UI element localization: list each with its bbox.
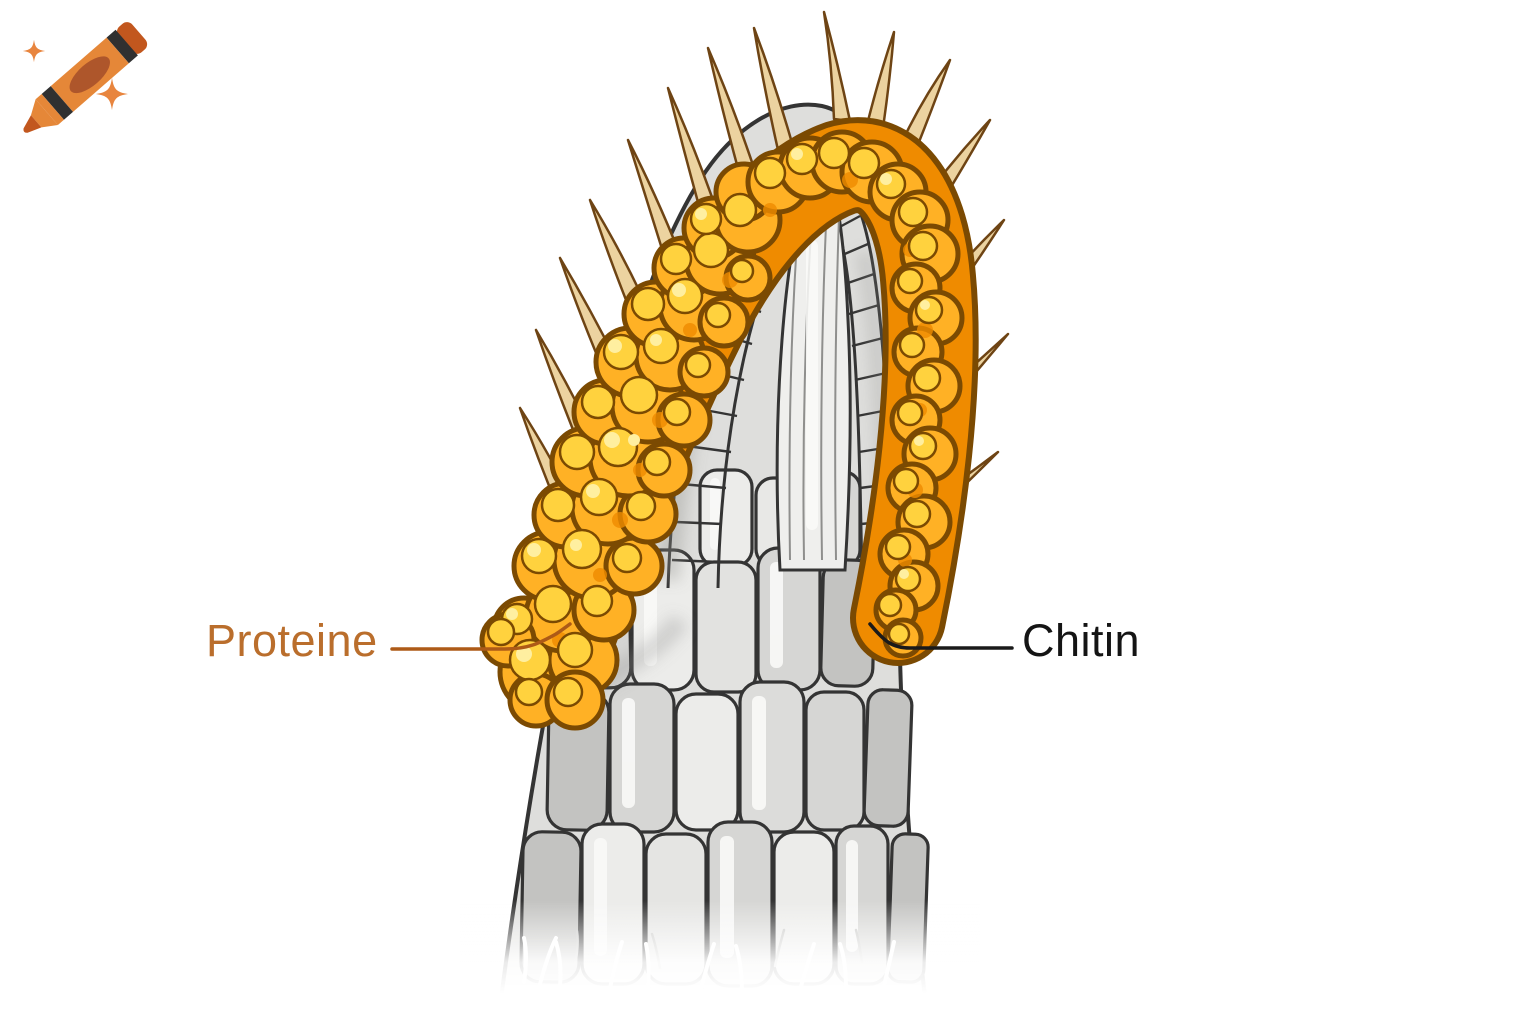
protein-clusters [479,117,979,731]
chitin-label: Chitin [1022,615,1141,666]
tip-blade [775,163,852,572]
crayon-icon [23,22,148,133]
chitin-pointer-line [868,622,1014,650]
protein-cluster-glints [506,148,930,662]
sparkle-icon [95,77,129,111]
craiyon-watermark [22,22,148,133]
protein-label: Proteine [206,615,378,666]
protein-cluster-bubbles [486,136,944,708]
bottom-fade [460,900,980,1024]
sparkle-icon [22,39,46,63]
protein-pointer-line [390,622,572,651]
